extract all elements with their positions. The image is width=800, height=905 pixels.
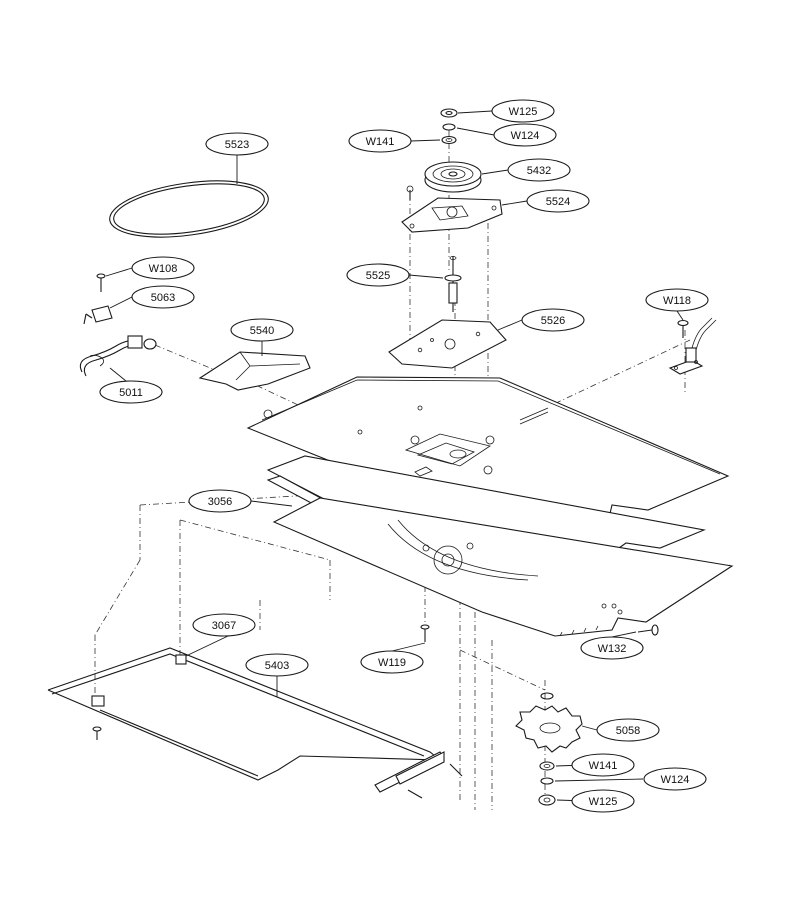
callout-label: 5523 <box>225 139 249 151</box>
callout-w125-top: W125 <box>491 99 555 123</box>
fan-5058 <box>515 692 583 753</box>
plate-5526 <box>388 319 507 369</box>
callout-label: 3056 <box>208 496 232 508</box>
callout-w124-top: W124 <box>493 123 557 147</box>
screw-w119 <box>420 624 430 642</box>
callout-5432: 5432 <box>507 158 571 182</box>
callout-label: W141 <box>589 760 618 772</box>
bottom-washer-stack <box>538 761 556 806</box>
callout-w141-top: W141 <box>348 129 412 153</box>
callout-label: 5011 <box>119 387 143 399</box>
callout-label: W125 <box>509 106 538 118</box>
callout-label: 5540 <box>250 325 274 337</box>
callout-5063: 5063 <box>131 285 195 309</box>
callout-label: W119 <box>378 657 406 669</box>
callout-5403: 5403 <box>245 653 309 677</box>
top-washer-stack <box>440 108 458 145</box>
callout-label: 5525 <box>366 270 390 282</box>
callout-5525: 5525 <box>346 263 410 287</box>
leader-lines <box>105 110 684 802</box>
screw-w132 <box>637 624 659 636</box>
callout-label: W108 <box>149 263 178 275</box>
shaft-5525 <box>444 256 462 312</box>
callout-5011: 5011 <box>99 380 163 404</box>
main-plate-bottom <box>272 497 734 637</box>
callout-w132: W132 <box>580 636 644 660</box>
callout-3056: 3056 <box>188 489 252 513</box>
cover-5540 <box>198 351 311 391</box>
callout-5058: 5058 <box>596 718 660 742</box>
callout-label: W132 <box>598 643 627 655</box>
callout-label: W125 <box>589 796 618 808</box>
callout-5540: 5540 <box>230 318 294 342</box>
pulley-5432 <box>424 161 482 193</box>
callout-label: 5526 <box>541 315 565 327</box>
callout-w118: W118 <box>645 288 709 312</box>
sensor-w118-group <box>668 317 717 375</box>
callout-5523: 5523 <box>205 132 269 156</box>
callout-label: 5524 <box>546 196 570 208</box>
callout-5524: 5524 <box>526 189 590 213</box>
callout-label: 5058 <box>616 725 640 737</box>
callout-label: W118 <box>663 295 691 307</box>
callout-w125-bottom: W125 <box>571 789 635 813</box>
callout-w141-bottom: W141 <box>571 753 635 777</box>
belt-5523 <box>109 180 269 238</box>
small-parts-left <box>79 273 157 377</box>
callout-label: 3067 <box>212 620 236 632</box>
callout-label: W124 <box>511 130 540 142</box>
callout-w119: W119 <box>360 650 424 674</box>
callout-w124-bottom: W124 <box>643 767 707 791</box>
callout-3067: 3067 <box>192 613 256 637</box>
callout-label: 5403 <box>265 660 289 672</box>
callout-5526: 5526 <box>521 308 585 332</box>
callout-w108: W108 <box>131 256 195 280</box>
callout-label: 5432 <box>527 165 551 177</box>
motor-bracket-5524 <box>401 185 503 233</box>
callout-label: W141 <box>366 136 395 148</box>
callout-label: W124 <box>661 774 690 786</box>
heater-element-5403 <box>47 647 463 799</box>
callout-label: 5063 <box>151 292 175 304</box>
